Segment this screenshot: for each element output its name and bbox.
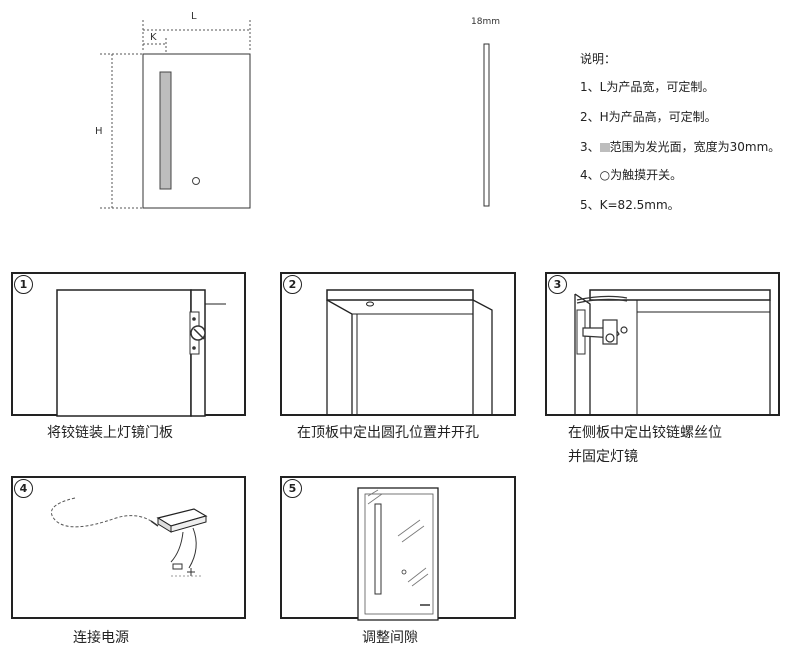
step-4-caption: 连接电源 [73, 630, 129, 646]
door-panel [56, 289, 192, 417]
step-4-panel: 4 [11, 476, 246, 619]
note-3-text: 范围为发光面，宽度为30mm。 [609, 140, 781, 154]
light-strip [374, 503, 382, 595]
front-view-drawing [100, 20, 490, 209]
step-3-badge: 3 [548, 275, 567, 294]
note-5: 5、K=82.5mm。 [580, 198, 680, 212]
step-1-panel: 1 [11, 272, 246, 417]
touch-switch-icon [192, 177, 200, 185]
side-view-outline [483, 43, 490, 207]
touch-switch-icon [401, 569, 407, 575]
note-3: 3、范围为发光面，宽度为30mm。 [580, 140, 780, 155]
step-1-caption: 将铰链装上灯镜门板 [47, 425, 173, 441]
step-1-badge: 1 [14, 275, 33, 294]
dim-label-thickness: 18mm [471, 17, 500, 27]
step-5-panel: 5 [280, 476, 516, 621]
step-4-badge: 4 [14, 479, 33, 498]
step-1-illustration [56, 289, 226, 417]
note-4: 4、○为触摸开关。 [580, 168, 683, 182]
step-5-caption: 调整间隙 [362, 630, 418, 646]
step-3-caption-line1: 在侧板中定出铰链螺丝位 [568, 425, 722, 441]
step-3-panel: 3 [545, 272, 780, 416]
cabinet-top-board [326, 289, 474, 301]
connector-icon [172, 563, 183, 570]
notes-block: 说明： 1、L为产品宽，可定制。 2、H为产品高，可定制。 3、范围为发光面，宽… [580, 50, 780, 212]
drilled-hole-icon [366, 301, 374, 307]
step-3-illustration [574, 289, 771, 416]
step-2-badge: 2 [283, 275, 302, 294]
step-2-caption: 在顶板中定出圆孔位置并开孔 [297, 425, 479, 441]
note-2: 2、H为产品高，可定制。 [580, 110, 717, 124]
dim-label-h: H [95, 126, 103, 137]
cabinet-top-board [589, 289, 771, 301]
step-2-illustration [326, 289, 493, 416]
step-5-badge: 5 [283, 479, 302, 498]
dim-label-k: K [150, 32, 157, 43]
note-3-prefix: 3、 [580, 140, 600, 154]
step-3-caption-line2: 并固定灯镜 [568, 449, 638, 465]
light-strip [159, 71, 172, 190]
notes-title: 说明： [580, 52, 617, 66]
note-1: 1、L为产品宽，可定制。 [580, 80, 715, 94]
light-area-swatch-icon [599, 143, 610, 152]
step-5-illustration [357, 487, 439, 621]
step-2-panel: 2 [280, 272, 516, 416]
power-cable [51, 497, 152, 528]
dim-label-l: L [191, 11, 197, 22]
step-4-illustration [51, 497, 208, 577]
